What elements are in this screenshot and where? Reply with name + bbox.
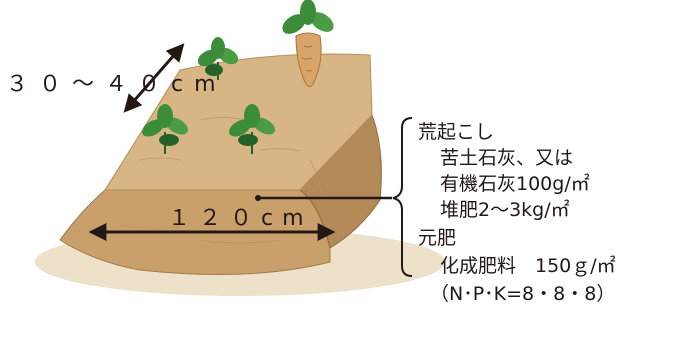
note-line: （N･P･K=8・8・8） [430, 283, 616, 305]
note-line: 化成肥料 150ｇ/㎡ [440, 255, 616, 277]
bracket-icon [392, 117, 413, 277]
bed-width-label: １２０cm [168, 206, 313, 231]
depth-arrow-icon [123, 43, 185, 113]
note-line: 有機石灰100g/㎡ [440, 173, 590, 195]
seedling-icon [197, 37, 239, 80]
seedling-icon [142, 104, 188, 154]
note-line: 堆肥2～3kg/㎡ [440, 199, 570, 221]
seedling-icon [229, 104, 275, 154]
bed-depth-label: ３０～４０cm [6, 72, 227, 97]
base-fertilizer-heading: 元肥 [418, 227, 457, 249]
leader-dot [255, 195, 261, 201]
note-line: 苦土石灰、又は [440, 147, 574, 169]
rough-tillage-heading: 荒起こし [418, 121, 495, 143]
beet-root-icon [282, 0, 334, 88]
bed-side-face [299, 114, 382, 249]
